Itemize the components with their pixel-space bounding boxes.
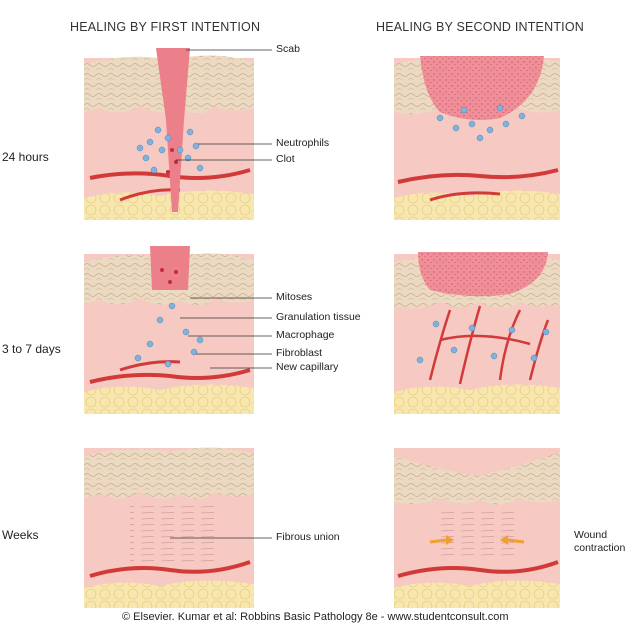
label-neutrophils: Neutrophils (276, 137, 330, 149)
label-clot: Clot (276, 153, 295, 165)
panel-second-3-7-days (394, 252, 560, 414)
label-scab: Scab (276, 43, 300, 55)
panel-second-24h (394, 56, 560, 220)
panel-second-weeks (394, 448, 560, 608)
label-fibroblast: Fibroblast (276, 347, 323, 359)
copyright-footer: © Elsevier. Kumar et al: Robbins Basic P… (122, 611, 509, 623)
contraction-arrow-left (429, 538, 447, 544)
label-granulation-tissue: Granulation tissue (276, 311, 361, 323)
column-title-first-intention: HEALING BY FIRST INTENTION (70, 20, 261, 34)
contraction-arrow-right (507, 538, 525, 544)
row-label-24-hours: 24 hours (2, 150, 49, 164)
label-mitoses: Mitoses (276, 291, 313, 303)
label-new-capillary: New capillary (276, 361, 339, 373)
label-wound-contraction-line1: Wound (574, 529, 608, 541)
label-wound-contraction-line2: contraction (574, 542, 626, 554)
row-label-3-to-7-days: 3 to 7 days (2, 342, 61, 356)
column-title-second-intention: HEALING BY SECOND INTENTION (376, 20, 584, 34)
panel-first-weeks (84, 447, 254, 608)
label-fibrous-union: Fibrous union (276, 531, 340, 543)
row-label-weeks: Weeks (2, 528, 39, 542)
label-macrophage: Macrophage (276, 329, 335, 341)
panel-first-3-7-days (84, 246, 254, 414)
panel-first-24h (84, 48, 254, 220)
